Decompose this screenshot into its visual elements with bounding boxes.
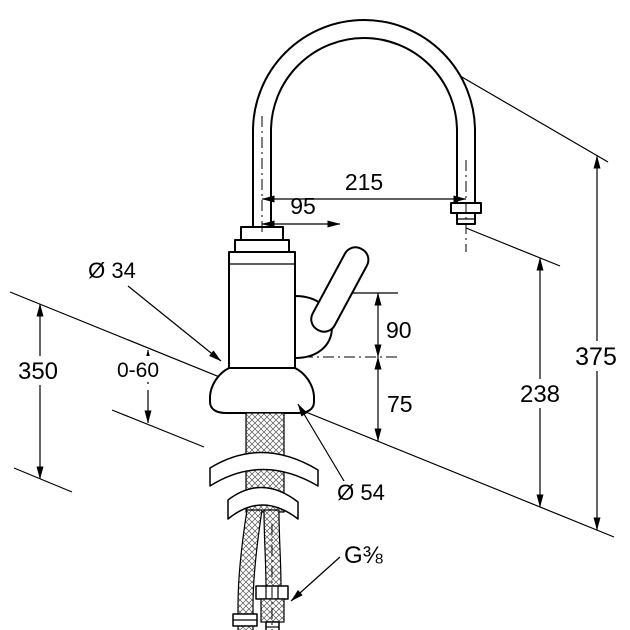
- dimension-label-base-height: 75: [387, 391, 413, 417]
- mounting-plane-line: [9, 291, 615, 538]
- leader-line: [290, 556, 341, 602]
- thread-size-label: G⅜: [344, 542, 384, 569]
- leader-line: [127, 285, 222, 362]
- label-body-diameter: Ø 34: [88, 258, 222, 362]
- outlet-extension-line: [465, 227, 561, 267]
- spout-gooseneck: [252, 19, 476, 236]
- deck-bottom-plane-line: [111, 409, 205, 448]
- dimension-label-reach: 215: [345, 169, 383, 195]
- dimension-label-total-height: 375: [575, 343, 617, 371]
- supply-hose-left: [237, 509, 263, 630]
- base-escutcheon: [209, 367, 315, 414]
- dimension-label-offset: 95: [290, 193, 316, 219]
- dimension-90: 90: [352, 292, 412, 358]
- handle-lever: [310, 246, 370, 333]
- body-ring: [234, 239, 290, 253]
- leader-line: [297, 403, 345, 482]
- body-diameter-label: Ø 34: [88, 258, 136, 283]
- dimension-95: 95: [261, 193, 341, 228]
- label-thread: G⅜: [290, 542, 384, 602]
- centerlines: [261, 116, 467, 630]
- dimension-label-spout-height: 238: [520, 381, 560, 408]
- mounting-nut: [227, 486, 299, 520]
- label-backing: [13, 356, 63, 385]
- faucet-body: [228, 251, 296, 369]
- dimension-350: 350: [13, 303, 63, 480]
- base-diameter-label: Ø 54: [337, 480, 385, 505]
- dimension-238: 238: [514, 257, 566, 508]
- dimension-215: 215: [261, 169, 467, 203]
- label-backing: [569, 341, 623, 371]
- dimension-0-60: 0-60: [110, 349, 166, 424]
- label-backing: [110, 356, 166, 382]
- faucet-figure: [209, 19, 482, 414]
- horseshoe-washer: [209, 451, 319, 487]
- dimension-label-hose-length: 350: [18, 358, 58, 385]
- hose-end-extension-line: [13, 467, 73, 493]
- label-backing: [514, 379, 566, 408]
- dimension-label-handle-height: 90: [386, 317, 412, 343]
- label-base-diameter: Ø 54: [297, 403, 385, 505]
- dimension-75: 75: [374, 356, 413, 442]
- mounting-hardware: [209, 412, 319, 630]
- left-hose-fitting: [232, 613, 258, 627]
- dimension-label-mounting-range: 0-60: [117, 359, 159, 382]
- dimension-375: 375: [569, 155, 623, 531]
